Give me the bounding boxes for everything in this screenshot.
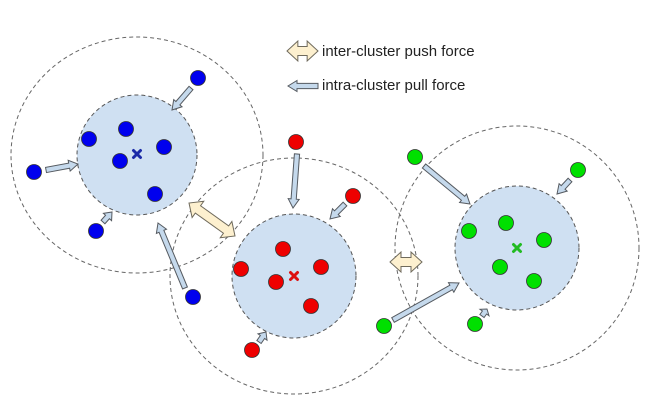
- pull-arrow-green-0: [421, 163, 471, 205]
- outer-ring-blue: [10, 36, 264, 274]
- pull-arrow-red-0: [287, 153, 301, 209]
- pull-arrow-red-1: [329, 201, 348, 220]
- point-green-inner-0: [498, 215, 514, 231]
- point-green-inner-2: [536, 232, 552, 248]
- legend-pull-label: intra-cluster pull force: [322, 77, 466, 94]
- point-green-inner-4: [526, 273, 542, 289]
- point-blue-inner-1: [118, 121, 134, 137]
- push-arrow-blue-red: [188, 200, 236, 239]
- point-red-inner-0: [275, 241, 291, 257]
- pull-arrow-green-2: [391, 282, 460, 323]
- pull-arrow-red-3: [155, 222, 189, 290]
- point-red-outer-2: [244, 342, 260, 358]
- pull-arrow-red-2: [256, 331, 268, 345]
- point-green-outer-2: [376, 318, 392, 334]
- point-red-inner-4: [303, 298, 319, 314]
- point-red-inner-1: [233, 261, 249, 277]
- point-blue-inner-0: [81, 131, 97, 147]
- pull-arrow-blue-0: [171, 85, 194, 111]
- centroid-green-icon-stroke: [512, 243, 522, 253]
- centroid-red-icon-stroke: [289, 271, 299, 281]
- point-red-outer-0: [288, 134, 304, 150]
- point-blue-inner-3: [112, 153, 128, 169]
- point-red-outer-1: [345, 188, 361, 204]
- pull-arrow-blue-1: [44, 159, 79, 174]
- centroid-blue-icon-stroke: [132, 149, 142, 159]
- centroid-blue-icon: [132, 149, 142, 159]
- legend-pull-icon: [287, 79, 319, 93]
- centroid-red-icon: [289, 271, 299, 281]
- point-blue-inner-4: [147, 186, 163, 202]
- point-green-inner-1: [461, 223, 477, 239]
- point-red-inner-2: [313, 259, 329, 275]
- legend-push-icon: [286, 39, 319, 63]
- pull-arrow-green-1: [556, 177, 573, 195]
- point-green-outer-3: [467, 316, 483, 332]
- point-blue-outer-1: [26, 164, 42, 180]
- point-blue-inner-2: [156, 139, 172, 155]
- point-green-outer-0: [407, 149, 423, 165]
- point-blue-outer-0: [190, 70, 206, 86]
- point-red-outer-3: [185, 289, 201, 305]
- point-green-outer-1: [570, 162, 586, 178]
- point-blue-outer-2: [88, 223, 104, 239]
- push-arrow-red-green: [389, 250, 423, 274]
- outer-ring-green: [394, 125, 640, 371]
- point-green-inner-3: [492, 259, 508, 275]
- centroid-green-icon: [512, 243, 522, 253]
- point-red-inner-3: [268, 274, 284, 290]
- pull-arrow-green-3: [478, 308, 490, 319]
- legend-push-label: inter-cluster push force: [322, 43, 475, 60]
- pull-arrow-blue-2: [100, 211, 113, 225]
